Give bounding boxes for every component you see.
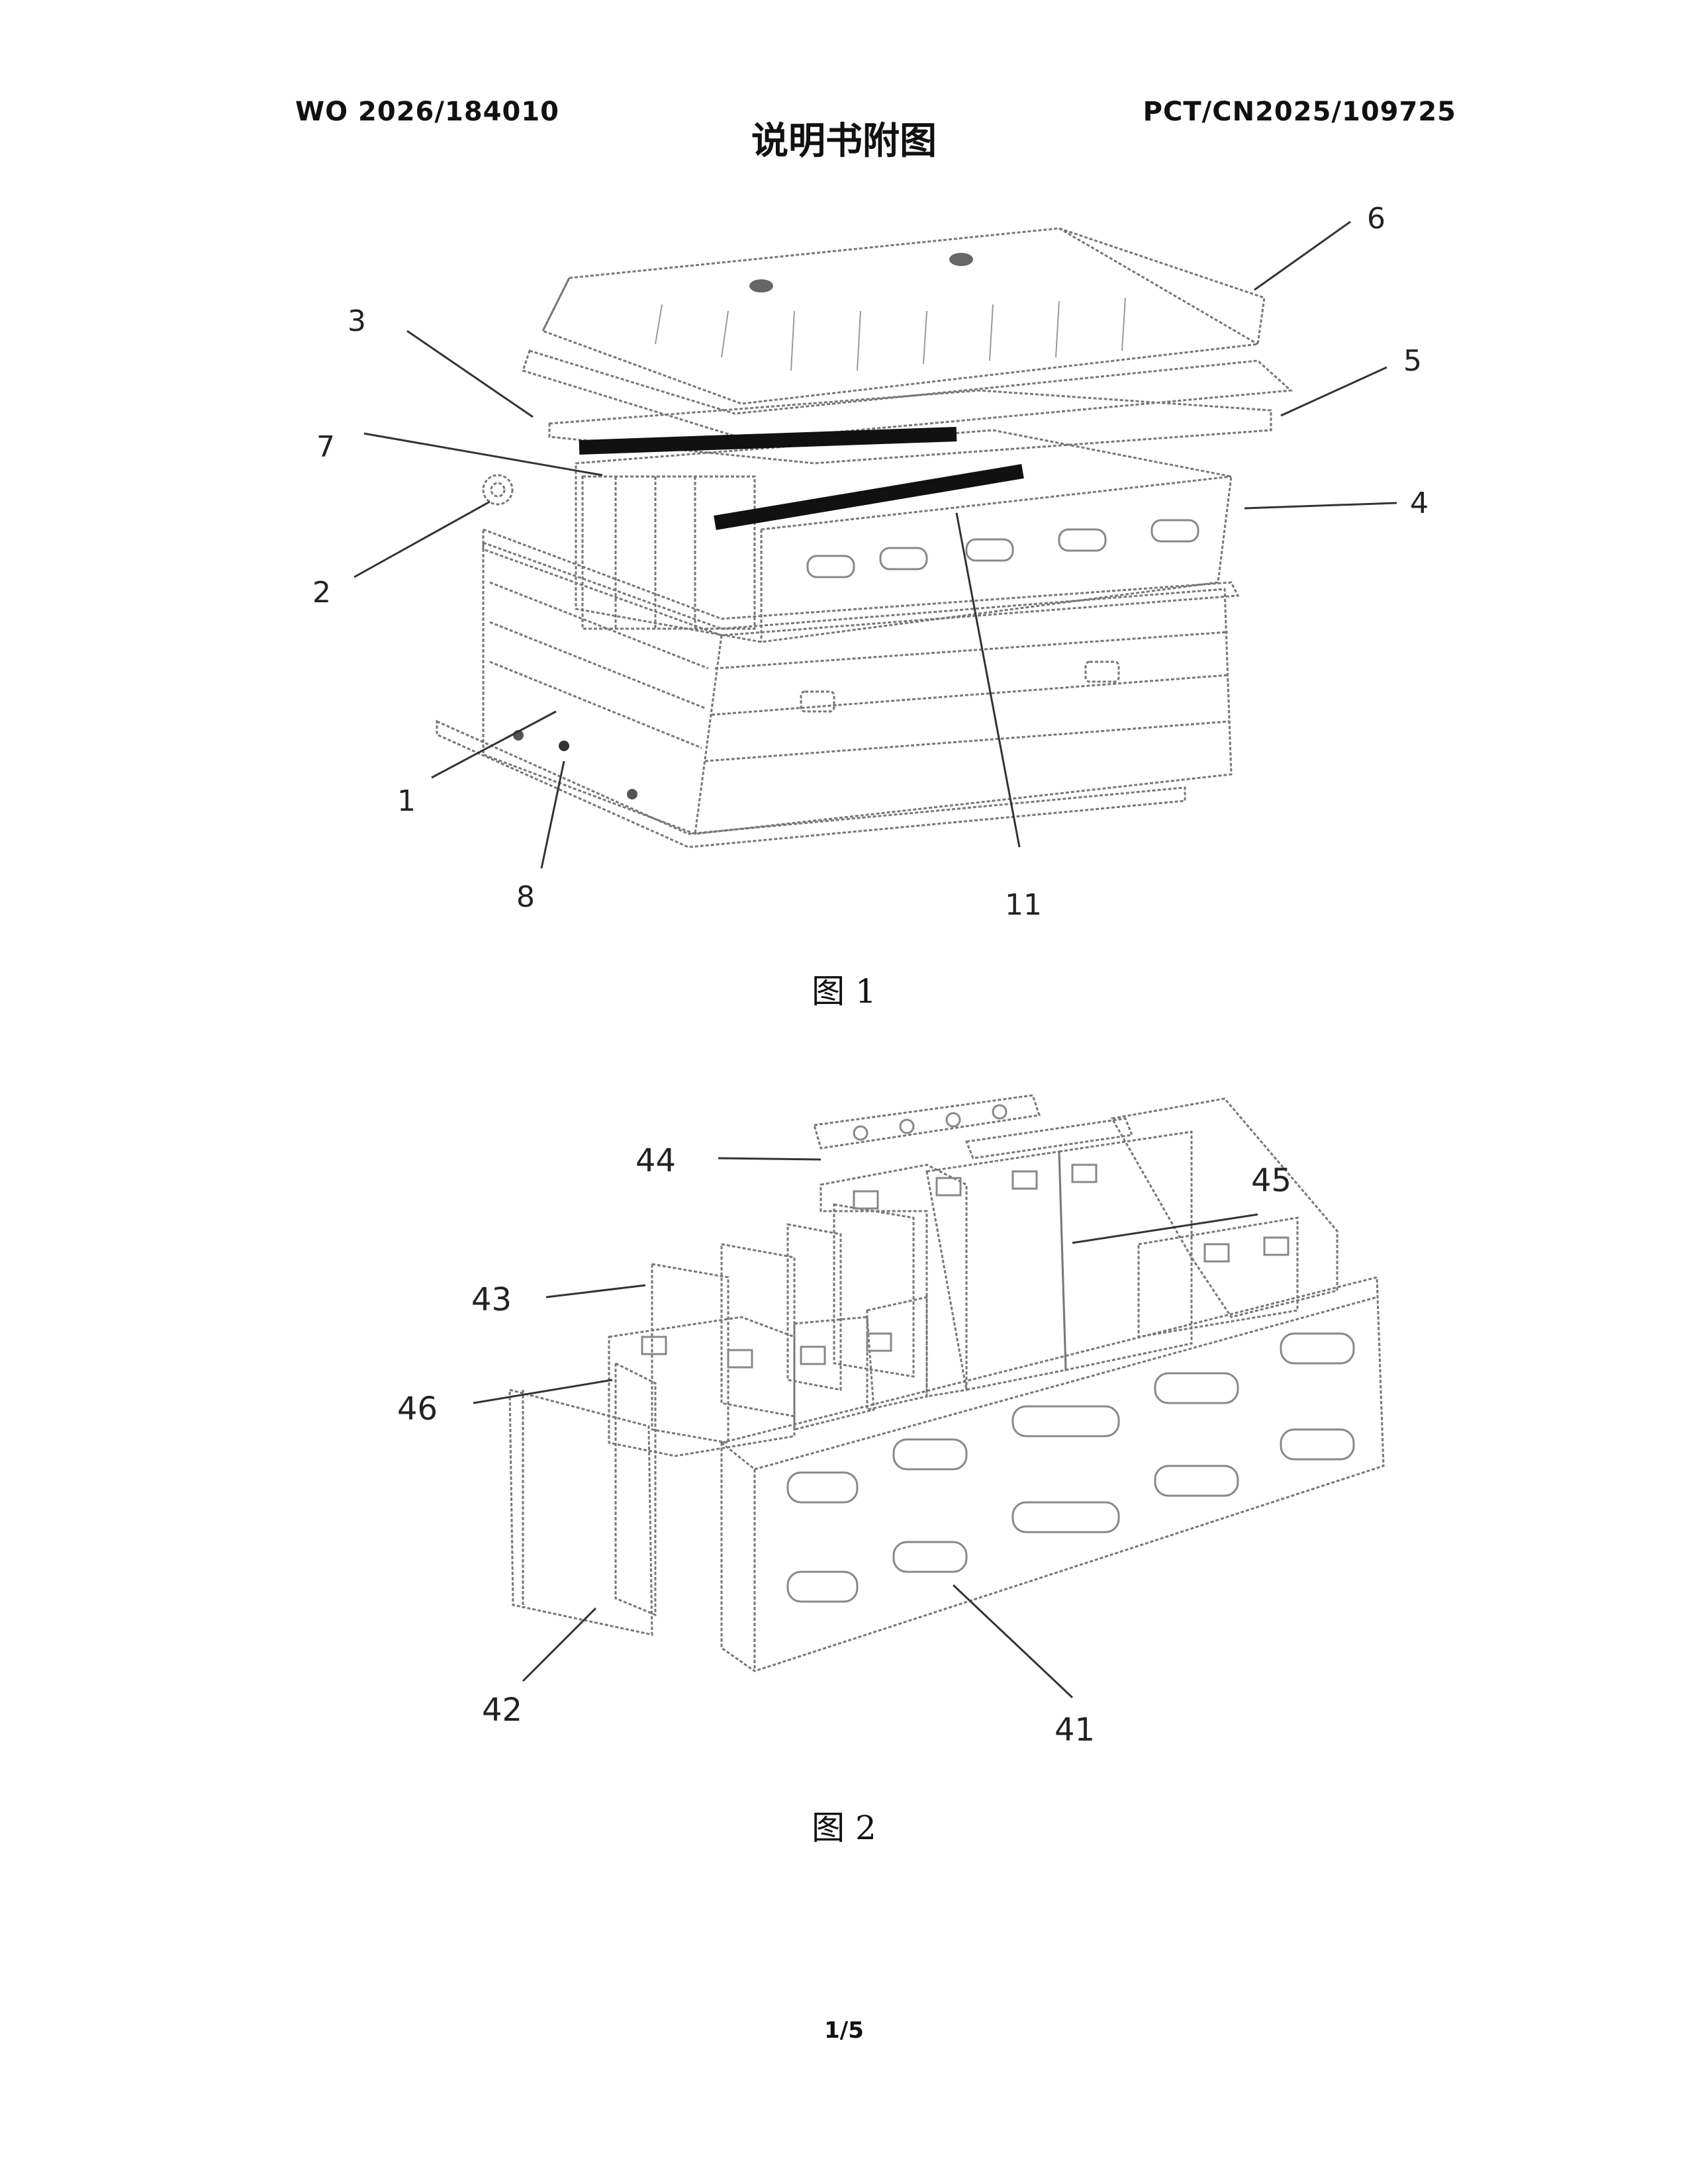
- side-plate: [722, 1277, 1383, 1671]
- label-1: 1: [397, 784, 416, 818]
- lid-flange: [523, 351, 1291, 440]
- label-46: 46: [397, 1390, 438, 1428]
- label-41: 41: [1055, 1711, 1095, 1749]
- lid-outline: [543, 228, 1264, 404]
- label-42: 42: [482, 1692, 522, 1729]
- busbar-strip: [814, 1095, 1039, 1148]
- label-3: 3: [348, 304, 366, 338]
- figure-1-caption: 图 1: [0, 965, 1688, 1013]
- label-43: 43: [471, 1281, 512, 1318]
- figure-2-drawing: 44 45 43 46 42 41: [0, 1059, 1688, 1787]
- label-5: 5: [1403, 344, 1422, 378]
- connector: [483, 475, 512, 504]
- label-8: 8: [516, 880, 535, 914]
- label-11: 11: [1005, 888, 1042, 922]
- label-6: 6: [1367, 202, 1385, 236]
- page-number: 1/5: [0, 2017, 1688, 2044]
- busbar-lower: [715, 471, 1023, 523]
- figure-1-drawing: 6 3 5 7 4 2 1 8 11: [0, 199, 1688, 927]
- figure-2-caption: 图 2: [0, 1801, 1688, 1849]
- label-7: 7: [316, 430, 335, 464]
- page-title: 说明书附图: [0, 111, 1688, 165]
- end-plate: [510, 1390, 652, 1635]
- battery-module-outline: [576, 430, 1231, 642]
- battery-case-outline: [483, 543, 1231, 834]
- label-4: 4: [1410, 486, 1429, 520]
- busbar-upper: [579, 434, 957, 447]
- case-rim: [483, 529, 1238, 635]
- label-2: 2: [312, 576, 331, 610]
- label-44: 44: [635, 1142, 676, 1179]
- label-45: 45: [1251, 1162, 1291, 1199]
